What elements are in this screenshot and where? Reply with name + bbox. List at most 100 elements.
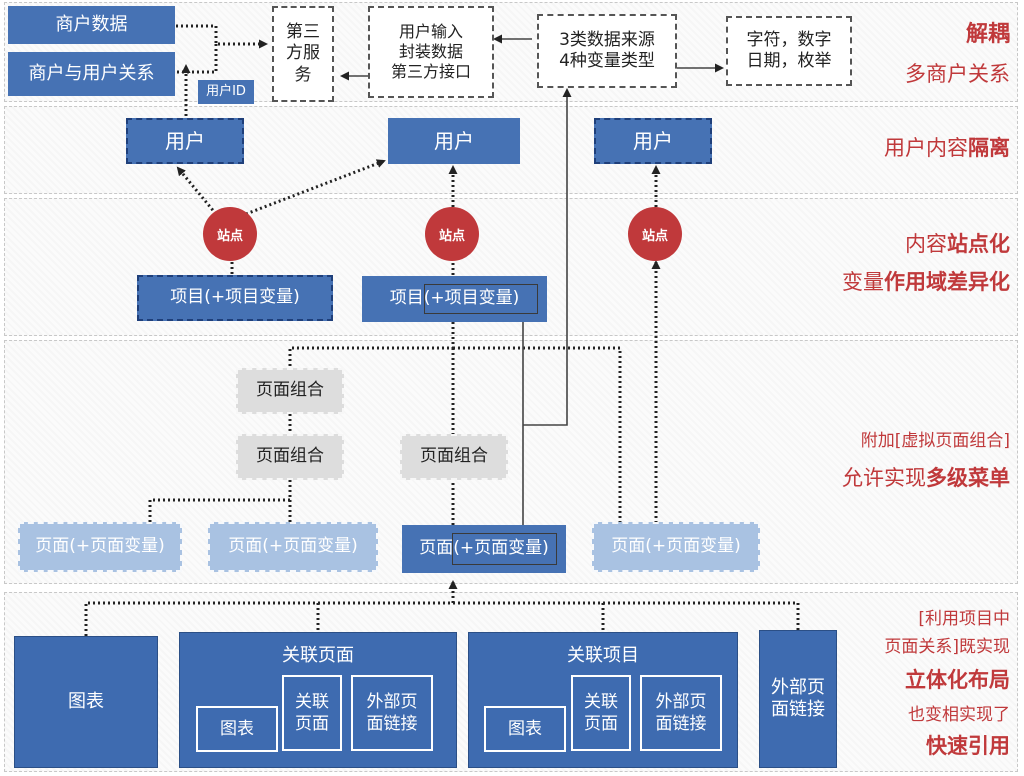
types-line-1: 字符，数字 [746, 29, 832, 50]
connector-relation-to-service [176, 44, 218, 74]
related-project-chart-inner: 图表 [484, 706, 566, 752]
related-project-title: 关联项目 [567, 645, 639, 666]
page-label-4: 页面(+页面变量) [611, 536, 741, 557]
annotation-decouple-text: 解耦 [965, 22, 1010, 47]
site-node-3: 站点 [628, 207, 682, 261]
site-node-1: 站点 [203, 207, 257, 261]
annotation-page-relation: 页面关系]既实现 [884, 634, 1010, 660]
connector-merchant-to-service [176, 24, 268, 49]
annotation-multi-merchant-text: 多商户关系 [905, 62, 1010, 86]
related-page-chart-label: 图表 [220, 718, 254, 739]
user-label-1: 用户 [165, 128, 205, 153]
related-page-external-line-1: 外部页 [366, 691, 418, 712]
annotation-use-relation-text: [利用项目中 [918, 609, 1010, 629]
connector-projvar-to-source [523, 88, 572, 426]
chart-box: 图表 [14, 636, 158, 768]
user-label-3: 用户 [633, 128, 673, 153]
related-project-external-line-1: 外部页 [655, 691, 707, 712]
connector-site1-user2 [245, 159, 386, 216]
band-bottom [4, 592, 1018, 772]
annotation-scope: 变量作用域差异化 [842, 266, 1010, 299]
related-page-page-line-1: 关联 [295, 691, 329, 712]
service-line-1: 第三 [286, 22, 320, 43]
types-box: 字符，数字 日期，枚举 [726, 16, 852, 86]
annotation-also: 也变相实现了 [908, 702, 1010, 728]
user-box-3: 用户 [594, 118, 712, 164]
project-box-1: 项目(+项目变量) [137, 275, 333, 321]
merchant-user-relation-label: 商户与用户关系 [28, 62, 155, 84]
connector-pagegroup-page1 [148, 480, 292, 522]
annotation-virtual-text: 附加[虚拟页面组合] [860, 431, 1010, 451]
page-group-label-1: 页面组合 [256, 380, 324, 401]
annotation-quick: 快速引用 [926, 730, 1010, 763]
annotation-virtual: 附加[虚拟页面组合] [861, 428, 1010, 454]
annotation-multi-merchant: 多商户关系 [905, 58, 1010, 91]
page-group-box-2: 页面组合 [236, 434, 344, 480]
annotation-isolation-pre: 用户内容 [884, 136, 968, 160]
annotation-also-text: 也变相实现了 [908, 705, 1010, 725]
annotation-scope-bold: 作用域差异化 [884, 270, 1010, 294]
related-page-external-line-2: 面链接 [366, 714, 418, 734]
page-group-box-3: 页面组合 [400, 434, 508, 480]
project-box-2: 项目(+项目变量) [362, 276, 547, 322]
service-line-2: 方服 [286, 43, 320, 64]
external-link-line-2: 面链接 [771, 699, 825, 720]
chart-label: 图表 [68, 690, 104, 712]
page-group-box-1: 页面组合 [236, 368, 344, 414]
related-project-box: 关联项目 [468, 632, 738, 768]
annotation-site: 内容站点化 [905, 228, 1010, 261]
annotation-isolation: 用户内容隔离 [884, 132, 1010, 165]
user-box-2: 用户 [388, 118, 520, 164]
data-source-line-2: 4种变量类型 [559, 51, 655, 71]
annotation-quick-text: 快速引用 [926, 734, 1010, 758]
related-page-box: 关联页面 [179, 632, 457, 768]
annotation-scope-pre: 变量 [842, 270, 884, 294]
site-label-2: 站点 [438, 228, 465, 244]
user-input-line-2: 封装数据 [398, 42, 463, 61]
annotation-menu-bold: 多级菜单 [926, 466, 1010, 490]
annotation-menu-pre: 允许实现 [842, 466, 926, 490]
types-line-2: 日期，枚举 [746, 51, 832, 71]
data-source-line-1: 3类数据来源 [559, 29, 655, 50]
page-label-1: 页面(+页面变量) [35, 536, 165, 557]
site-label-1: 站点 [216, 228, 243, 244]
annotation-site-bold: 站点化 [947, 232, 1010, 256]
project-label-1: 项目(+项目变量) [170, 287, 300, 308]
site-label-3: 站点 [641, 228, 668, 244]
related-page-title: 关联页面 [282, 645, 354, 666]
connector-project-page4 [453, 346, 622, 528]
related-page-page-line-2: 页面 [295, 714, 329, 734]
merchant-data-box: 商户数据 [8, 6, 175, 44]
page-label-2: 页面(+页面变量) [228, 536, 358, 557]
annotation-menu: 允许实现多级菜单 [842, 462, 1010, 495]
user-box-1: 用户 [126, 118, 244, 164]
annotation-decouple: 解耦 [966, 18, 1010, 52]
service-line-3: 务 [294, 64, 312, 85]
annotation-site-pre: 内容 [905, 232, 947, 256]
user-input-line-3: 第三方接口 [390, 62, 471, 81]
annotation-stereo-text: 立体化布局 [905, 668, 1010, 692]
third-party-service-box: 第三 方服 务 [272, 6, 334, 102]
page-group-label-2: 页面组合 [256, 446, 324, 467]
connector-project-pagegroup-left [288, 322, 455, 368]
related-project-page-line-1: 关联 [584, 691, 618, 712]
annotation-stereo: 立体化布局 [905, 664, 1010, 697]
external-link-line-1: 外部页 [771, 676, 825, 698]
site-node-2: 站点 [425, 207, 479, 261]
user-id-label: 用户ID [206, 83, 246, 99]
connector-bottom-bus [84, 601, 800, 636]
related-project-external-inner: 外部页 面链接 [640, 675, 722, 751]
related-project-chart-label: 图表 [508, 718, 542, 739]
related-page-page-inner: 关联 页面 [282, 675, 342, 751]
page-box-2: 页面(+页面变量) [208, 522, 378, 572]
related-project-page-line-2: 页面 [584, 714, 618, 734]
external-link-box: 外部页 面链接 [759, 630, 837, 768]
merchant-user-relation-box: 商户与用户关系 [8, 52, 175, 96]
project-variable-highlight [424, 284, 538, 314]
page-variable-highlight [452, 533, 557, 565]
annotation-use-relation: [利用项目中 [918, 606, 1010, 632]
annotation-page-relation-text: 页面关系]既实现 [884, 637, 1010, 657]
annotation-isolation-bold: 隔离 [968, 136, 1010, 160]
page-group-label-3: 页面组合 [420, 446, 488, 467]
related-page-chart-inner: 图表 [196, 706, 278, 752]
